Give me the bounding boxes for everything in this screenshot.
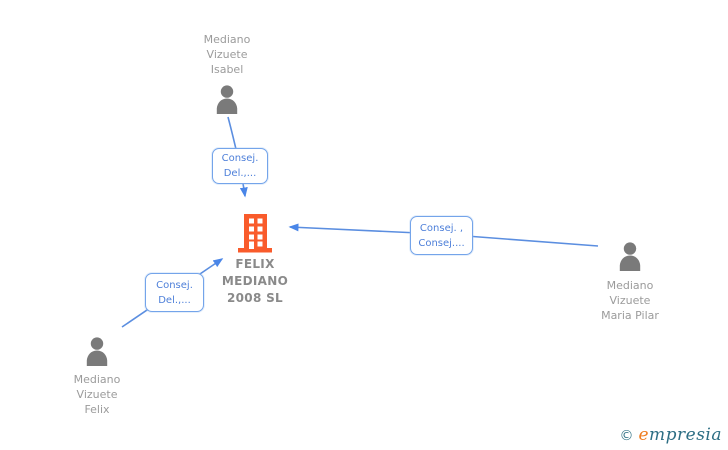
edge-label-mariapilar-company[interactable]: Consej. , Consej.... [410,216,473,255]
person-node-felix[interactable]: Mediano Vizuete Felix [37,337,157,417]
building-icon [238,214,272,253]
person-icon [86,337,108,366]
copyright-icon: © [619,428,634,444]
person-node-isabel[interactable]: Mediano Vizuete Isabel [167,32,287,114]
brand-wordmark: empresia [638,425,722,445]
person-name: Mediano Vizuete Maria Pilar [601,279,659,322]
person-icon [216,85,238,114]
edge-label-isabel-company[interactable]: Consej. Del.,... [212,148,268,184]
brand-initial: e [638,425,649,445]
person-node-maria-pilar[interactable]: Mediano Vizuete Maria Pilar [570,242,690,323]
brand-rest: mpresia [649,425,722,445]
edge-label-felix-company[interactable]: Consej. Del.,... [145,273,204,312]
company-node-felix-mediano-2008-sl[interactable]: FELIX MEDIANO 2008 SL [195,214,315,307]
empresia-logo[interactable]: © empresia [619,425,722,445]
person-icon [619,242,641,271]
person-name: Mediano Vizuete Felix [73,373,121,416]
company-name: FELIX MEDIANO 2008 SL [221,257,289,305]
person-name: Mediano Vizuete Isabel [203,33,251,76]
